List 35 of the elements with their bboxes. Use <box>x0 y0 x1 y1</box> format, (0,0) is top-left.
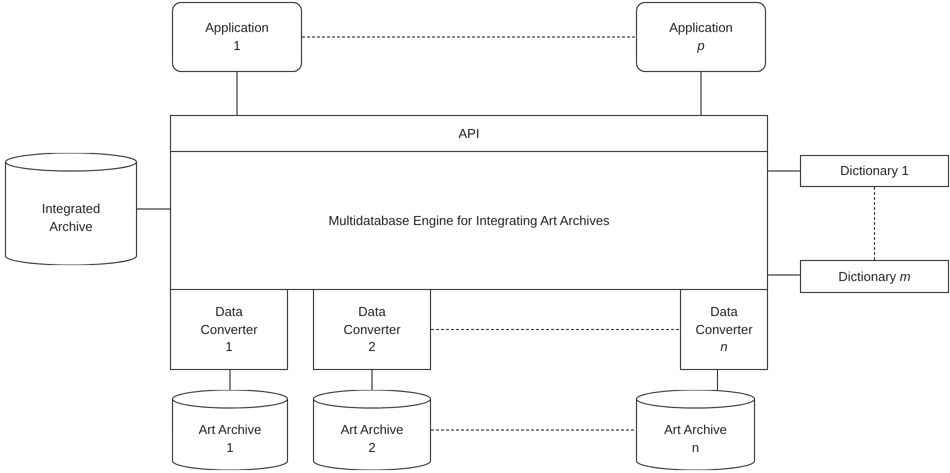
application-box <box>172 2 302 72</box>
process-box <box>800 260 949 293</box>
process-box <box>313 289 431 370</box>
connector-line <box>768 170 800 172</box>
process-box <box>800 155 949 187</box>
node-label: Dictionary 1 <box>840 162 909 180</box>
node-label: Data Converter 2 <box>343 303 401 356</box>
dashed-connector <box>302 36 636 38</box>
node-label: Data Converter 1 <box>200 303 258 356</box>
connector-line <box>768 274 800 276</box>
database-cylinder <box>313 390 431 470</box>
node-label: Integrated Archive <box>42 200 100 236</box>
connector-line <box>236 72 238 116</box>
process-box <box>170 151 768 290</box>
database-cylinder <box>5 153 137 265</box>
node-label: Art Archive n <box>664 421 728 457</box>
process-box <box>680 289 768 370</box>
process-box <box>170 289 288 370</box>
connector-line <box>717 370 718 390</box>
connector-line <box>136 208 170 210</box>
node-label: Data Converter n <box>695 303 753 356</box>
application-box <box>636 2 766 72</box>
database-cylinder <box>636 390 755 470</box>
node-label: Application p <box>669 19 733 55</box>
process-box <box>170 115 768 152</box>
dashed-connector <box>430 329 680 330</box>
connector-line <box>700 72 702 116</box>
node-label: Dictionary m <box>838 268 911 286</box>
node-label: Art Archive 2 <box>340 421 404 457</box>
dashed-connector <box>874 186 875 260</box>
database-cylinder <box>172 390 288 470</box>
node-label: Multidatabase Engine for Integrating Art Archives <box>328 212 610 230</box>
node-label: Application 1 <box>205 19 269 55</box>
node-label: Art Archive 1 <box>198 421 262 457</box>
node-label: API <box>458 124 480 142</box>
